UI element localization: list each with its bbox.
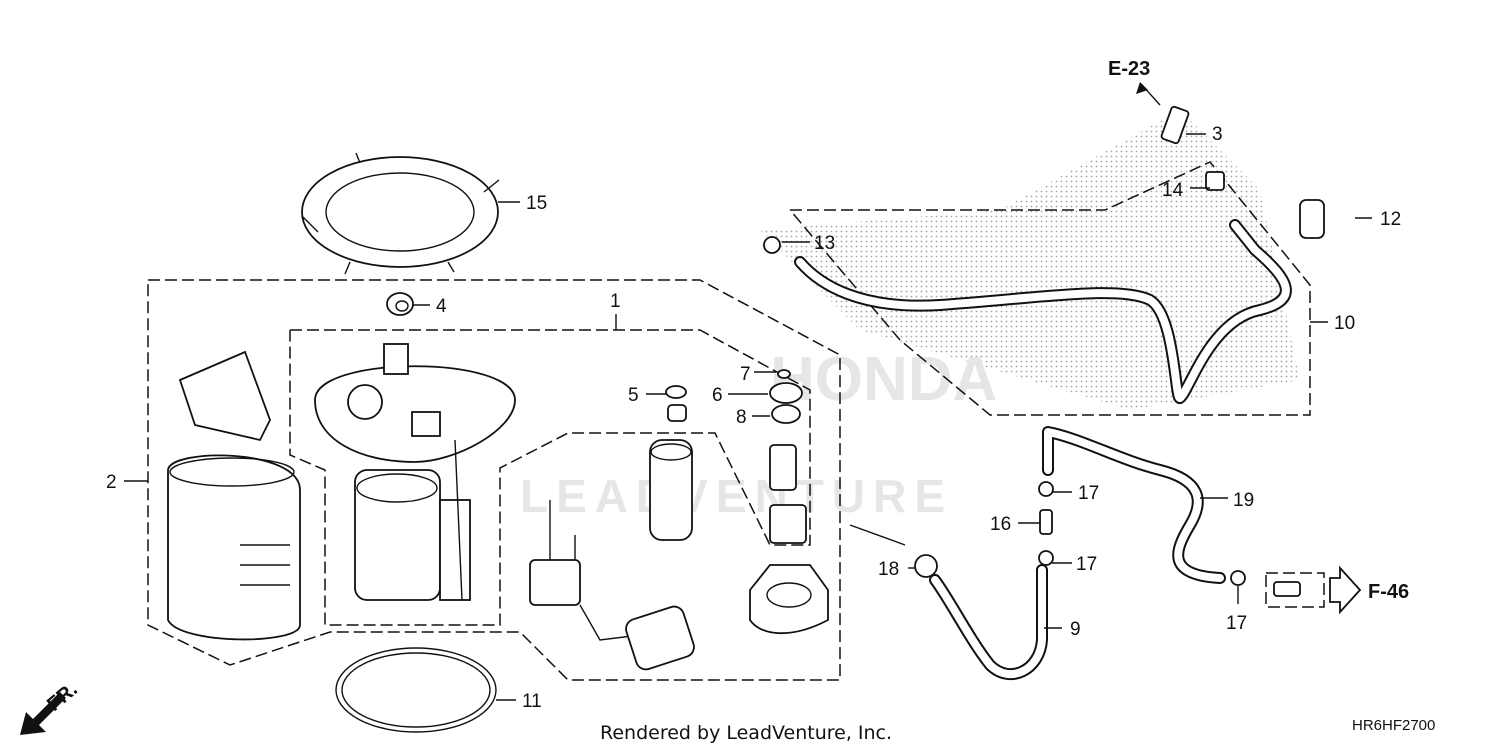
parts-seals-5-6-7-8: [665, 369, 803, 424]
callout-3: 3: [1212, 124, 1223, 145]
callout-17-middle: 17: [1076, 554, 1097, 575]
outline-assembly-1: [289, 329, 811, 626]
callout-19: 19: [1233, 490, 1254, 511]
part-fuel-level-sender: [529, 500, 695, 671]
callout-4: 4: [436, 296, 447, 317]
callout-13: 13: [814, 233, 835, 254]
callout-18: 18: [878, 559, 899, 580]
callout-9: 9: [1070, 619, 1081, 640]
footer-rendered-by: Rendered by LeadVenture, Inc.: [600, 722, 892, 744]
outline-f46-fitting: [1265, 572, 1325, 608]
part-4-grommet: [386, 292, 414, 316]
callout-labels: 15 4 1 2 3 14 12 13 10 5 7 6 8 17 16 17 …: [106, 124, 1401, 712]
watermark-brand: HONDA: [770, 345, 997, 414]
watermark: HONDA LEADVENTURE: [520, 110, 1300, 522]
callout-2: 2: [106, 472, 117, 493]
watermark-text: LEADVENTURE: [520, 470, 953, 522]
callout-1: 1: [610, 291, 621, 312]
callout-15: 15: [526, 193, 547, 214]
reference-right: F-46: [1368, 581, 1409, 603]
part-2-pump-holder: [167, 350, 301, 641]
callout-17-top: 17: [1078, 483, 1099, 504]
callout-16: 16: [990, 514, 1011, 535]
part-1-fuel-pump-module: [314, 343, 516, 601]
callout-17-bottom: 17: [1226, 613, 1247, 634]
arrow-to-f46-icon: [1329, 565, 1362, 615]
callout-11: 11: [522, 691, 542, 712]
front-arrow-icon: [20, 692, 66, 735]
reference-top: E-23: [1108, 58, 1150, 80]
leader-lines: [124, 84, 1372, 701]
parts-pump-regulator: [649, 439, 807, 544]
callout-6: 6: [712, 385, 723, 406]
part-15-retaining-ring: [301, 152, 500, 275]
callout-5: 5: [628, 385, 639, 406]
outline-assembly-2: [147, 279, 841, 681]
assembly-outlines: [147, 161, 1325, 681]
part-11-o-ring: [335, 647, 497, 733]
callout-10: 10: [1334, 313, 1355, 334]
part-filter-housing: [749, 564, 829, 635]
callout-12: 12: [1380, 209, 1401, 230]
callout-7: 7: [740, 364, 751, 385]
hoses: [794, 219, 1292, 681]
small-fittings: [763, 105, 1325, 597]
callout-14: 14: [1162, 180, 1184, 201]
callout-8: 8: [736, 407, 747, 428]
arrow-to-e23-icon: [1136, 82, 1148, 94]
diagram-code: HR6HF2700: [1352, 717, 1435, 734]
outline-assembly-10: [789, 161, 1311, 416]
